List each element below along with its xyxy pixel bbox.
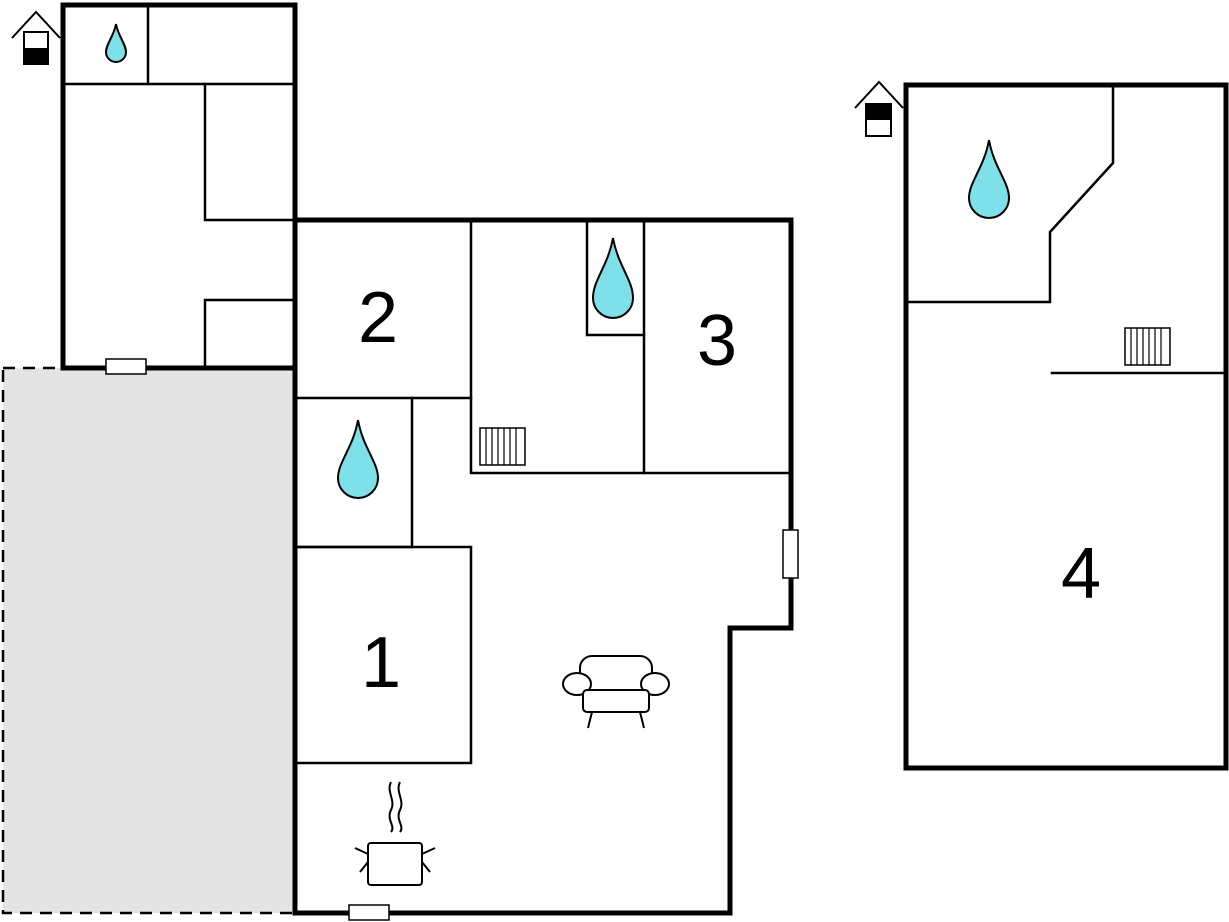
bathroom-4-walls — [904, 83, 1115, 304]
room-2-label: 2 — [358, 278, 398, 358]
room-4-label: 4 — [1061, 534, 1101, 614]
room-1-label: 1 — [361, 623, 401, 703]
room-1-walls — [293, 545, 473, 765]
radiator-icon — [479, 427, 526, 466]
window-icon — [782, 529, 799, 579]
armchair-icon — [562, 655, 670, 729]
water-drop-icon — [591, 237, 635, 319]
window-icon — [105, 358, 147, 375]
annex-closet-1 — [203, 82, 297, 222]
water-drop-icon — [967, 139, 1011, 219]
radiator-icon — [1124, 327, 1171, 366]
terrace-area — [1, 366, 297, 915]
house-level-icon — [11, 10, 61, 65]
water-drop-icon — [104, 23, 128, 63]
room-4-outer-wall — [903, 82, 1229, 771]
window-icon — [348, 904, 390, 921]
water-drop-icon — [336, 419, 380, 499]
house-level-icon — [854, 80, 904, 137]
annex-closet-2 — [203, 298, 297, 370]
annex-outer-wall — [60, 2, 298, 371]
central-rooms-wall — [469, 396, 793, 475]
cooking-pot-icon — [354, 781, 436, 886]
room-3-label: 3 — [697, 301, 737, 381]
shower-alcove — [585, 218, 646, 337]
main-outer-wall — [292, 217, 794, 916]
